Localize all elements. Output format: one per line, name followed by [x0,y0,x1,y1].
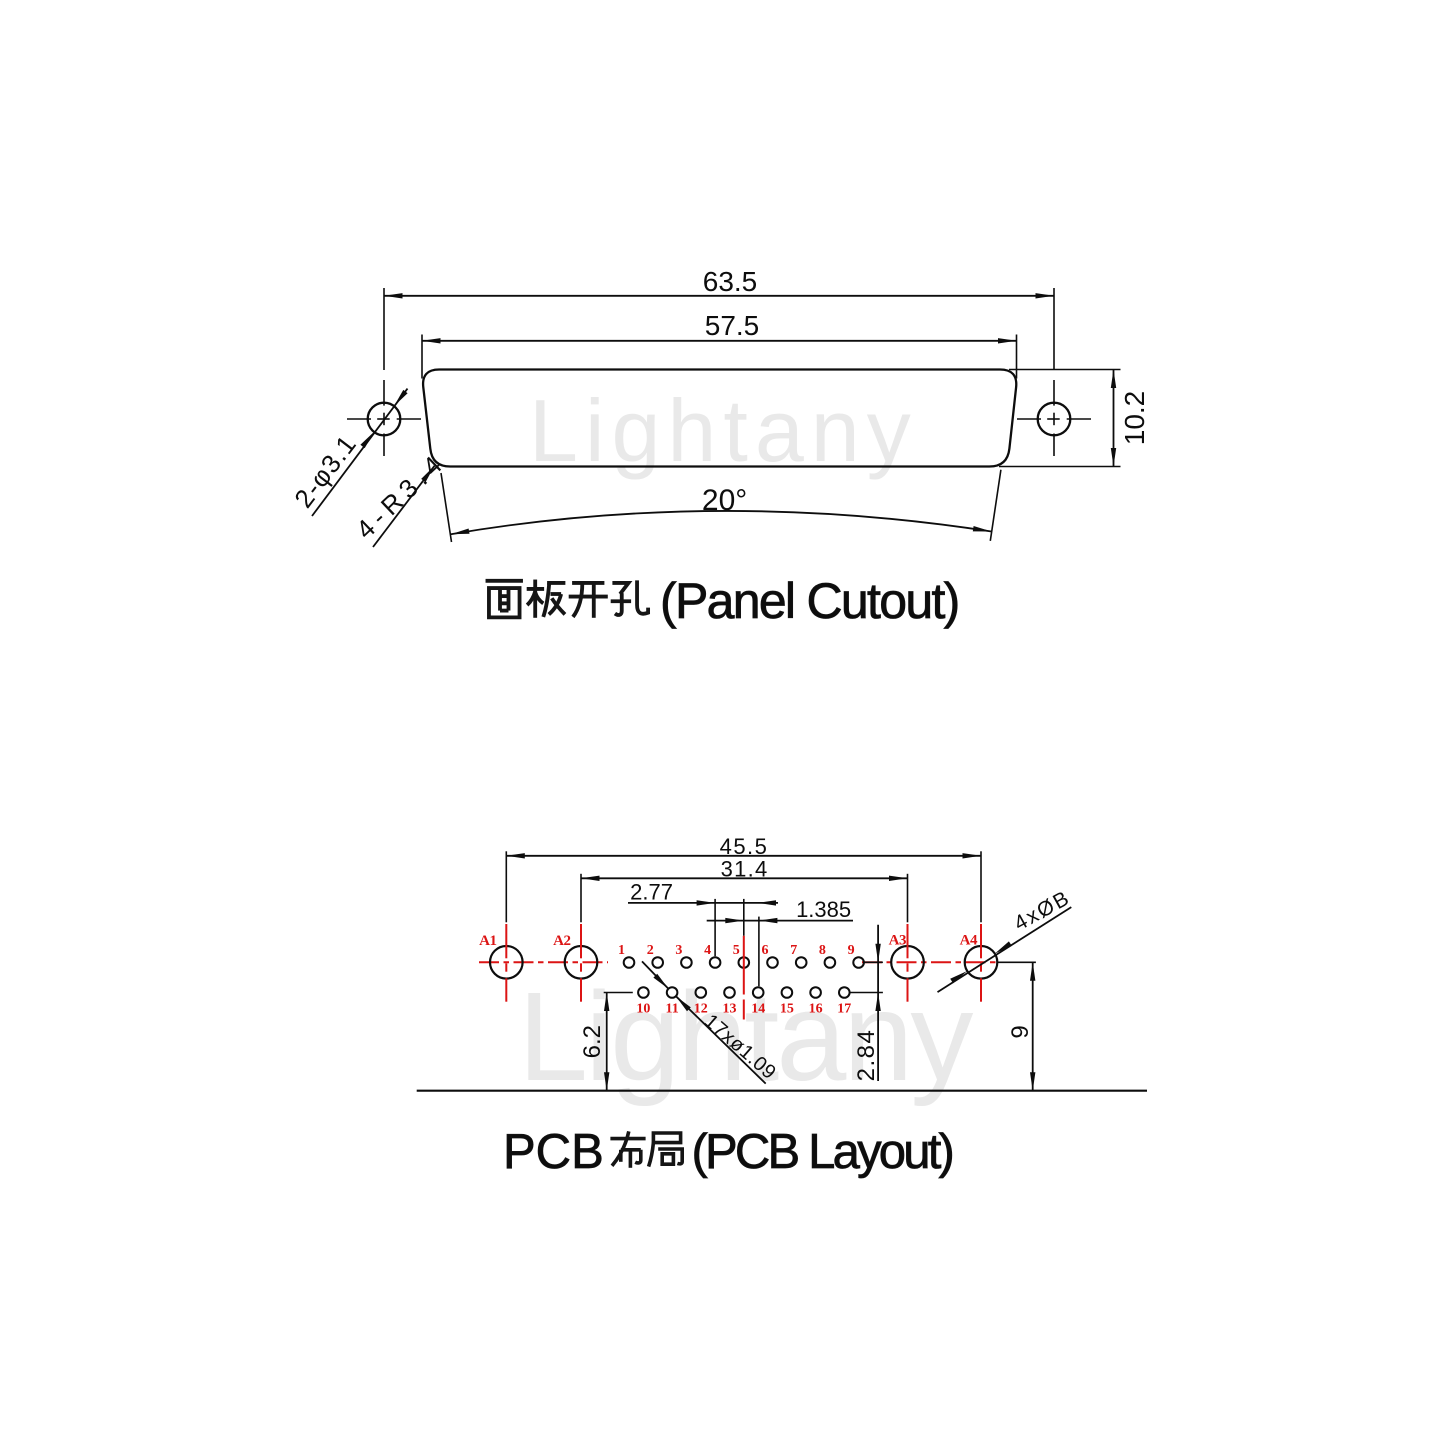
svg-text:A3: A3 [889,933,906,949]
svg-text:10.2: 10.2 [1119,391,1150,446]
svg-text:(Panel Cutout): (Panel Cutout) [660,573,959,629]
svg-text:31.4: 31.4 [721,857,769,882]
svg-text:PCB: PCB [503,1125,604,1179]
svg-text:45.5: 45.5 [720,834,769,859]
svg-text:6.2: 6.2 [579,1025,606,1058]
svg-text:4: 4 [704,943,711,958]
svg-text:Lightany: Lightany [529,381,918,480]
svg-text:1.385: 1.385 [796,897,851,922]
svg-text:9: 9 [1007,1025,1034,1038]
svg-text:2: 2 [647,943,654,958]
svg-text:5: 5 [733,943,740,958]
svg-text:7: 7 [790,943,797,958]
svg-text:2.77: 2.77 [630,880,673,905]
svg-text:11: 11 [665,1001,678,1016]
svg-text:8: 8 [819,943,826,958]
svg-text:9: 9 [848,943,855,958]
svg-text:(PCB Layout): (PCB Layout) [692,1125,953,1179]
svg-text:14: 14 [751,1001,765,1016]
svg-text:10: 10 [636,1001,650,1016]
svg-text:A4: A4 [960,933,978,949]
svg-text:17: 17 [837,1001,851,1016]
svg-text:2.84: 2.84 [853,1029,880,1082]
svg-text:12: 12 [694,1001,708,1016]
svg-text:57.5: 57.5 [705,310,760,341]
svg-text:20°: 20° [702,484,747,517]
svg-text:15: 15 [780,1001,794,1016]
svg-text:Lightany: Lightany [518,966,973,1107]
svg-text:6: 6 [762,943,769,958]
svg-text:3: 3 [675,943,682,958]
svg-text:13: 13 [723,1001,737,1016]
svg-text:1: 1 [618,943,625,958]
svg-text:A1: A1 [479,933,496,949]
svg-text:63.5: 63.5 [703,266,758,297]
svg-text:A2: A2 [553,933,570,949]
svg-text:16: 16 [809,1001,823,1016]
